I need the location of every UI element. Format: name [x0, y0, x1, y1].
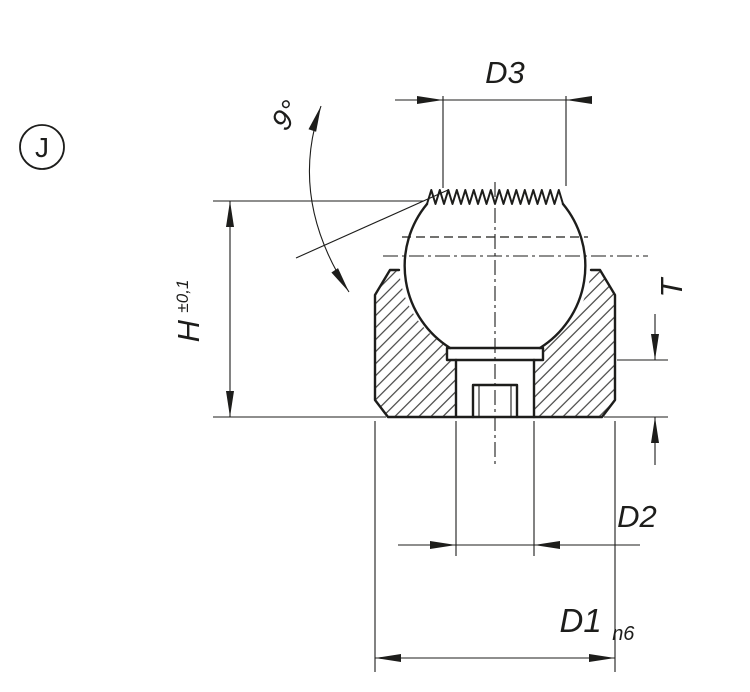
angle-arrow-bottom — [331, 268, 349, 292]
d2-arrow-right — [534, 541, 560, 549]
d1-label-main: D1 — [560, 602, 602, 639]
view-label-letter: J — [35, 132, 49, 163]
d1-label: D1 n6 — [560, 602, 636, 645]
h-label-tolerance: ±0,1 — [173, 280, 192, 313]
dimension-h: H ±0,1 — [171, 200, 424, 418]
h-label: H ±0,1 — [171, 280, 206, 343]
housing-hatching — [375, 270, 615, 417]
d1-arrow-left — [375, 654, 401, 662]
t-arrow-bottom — [651, 417, 659, 443]
d3-arrow-right — [566, 96, 592, 104]
view-label: J — [19, 124, 65, 170]
ball-arc-left — [403, 202, 452, 350]
dimension-angle: 9° — [266, 95, 449, 293]
d2-arrow-left — [430, 541, 456, 549]
angle-arc — [308, 105, 350, 293]
t-label: T — [654, 276, 689, 297]
d1-label-fit: n6 — [612, 623, 635, 645]
h-label-letter: H — [171, 319, 206, 342]
dimension-t: T — [604, 276, 689, 465]
dimension-d1: D1 n6 — [374, 421, 636, 672]
angle-label: 9° — [266, 95, 308, 136]
d3-label: D3 — [485, 55, 525, 90]
t-arrow-top — [651, 334, 659, 360]
dimension-d2: D2 — [398, 421, 657, 556]
h-arrow-top — [226, 201, 234, 227]
thread-hole-minor — [478, 385, 512, 417]
h-arrow-bottom — [226, 391, 234, 417]
neck-walls — [454, 358, 536, 419]
hatching-left — [375, 270, 456, 417]
dimension-d3: D3 — [395, 55, 592, 188]
ball-arc-right — [538, 202, 587, 350]
centerlines — [383, 182, 648, 465]
view-label-circle — [19, 124, 65, 170]
angle-reference-line — [295, 189, 449, 259]
hatching-right — [534, 270, 615, 417]
d2-label: D2 — [617, 499, 657, 534]
d3-arrow-left — [417, 96, 443, 104]
d1-arrow-right — [589, 654, 615, 662]
angle-arrow-top — [308, 106, 321, 132]
